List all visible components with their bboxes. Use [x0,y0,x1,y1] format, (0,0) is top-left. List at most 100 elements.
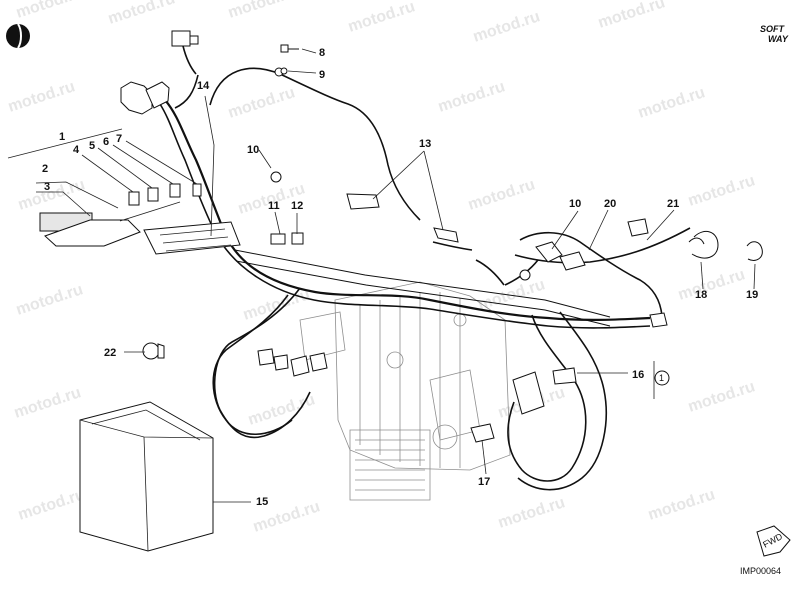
callout-17: 17 [478,476,490,488]
watermark-text: motod.ru [236,180,307,218]
fuse-part [147,187,159,202]
watermark-text: motod.ru [246,391,317,429]
callout-14: 14 [197,80,210,92]
connector-upper [171,30,191,47]
fuse-part [128,191,140,206]
connector-lower [120,81,153,115]
engine-boss [432,424,458,450]
callout-16-ref-circle [654,370,670,386]
clamp-18 [691,230,719,259]
connector-part [470,423,495,443]
watermark-text: motod.ru [12,384,83,422]
watermark-text: motod.ru [226,0,297,22]
diagram-code: IMP00064 [740,566,782,576]
leader-line-20 [588,209,609,251]
battery-group [79,401,214,552]
connector-end [649,312,668,328]
watermark-text: motod.ru [226,84,297,122]
callout-13: 13 [419,138,431,150]
leader-line-9 [287,70,317,74]
battery-body [79,401,214,552]
softway-line-2: WAY [768,34,789,44]
leader-line-13-a [372,150,425,200]
watermark-text: motod.ru [676,266,747,304]
callout-numbers: 1 2 3 4 5 6 7 8 9 10 10 11 12 13 14 15 1… [42,47,758,508]
watermark-text: motod.ru [686,172,757,210]
watermark-text: motod.ru [106,0,177,28]
watermark-text: motod.ru [14,281,85,319]
callout-20: 20 [604,198,616,210]
right-loop-harness [507,314,587,482]
callout-22: 22 [104,347,116,359]
leader-line-7 [125,140,198,185]
leader-line-21 [646,209,675,241]
main-harness-trunk [164,99,651,321]
watermark-text: motod.ru [646,486,717,524]
callout-1: 1 [59,131,65,143]
leader-line-14 [204,95,215,237]
watermark-text: motod.ru [16,176,87,214]
watermark-text: motod.ru [596,0,667,32]
watermark-text: motod.ru [14,0,85,22]
leader-line-1 [7,128,123,159]
engine-background [299,281,511,501]
leader-line-5 [97,147,153,189]
callout-18: 18 [695,289,707,301]
bracket-part [346,193,380,210]
watermark-text: motod.ru [686,378,757,416]
watermark-text: motod.ru [6,78,77,116]
clamps-group [688,230,763,261]
callout-6: 6 [103,136,109,148]
clamp-harness [514,227,691,264]
frame-tube [234,249,611,327]
regulator-lead [519,231,663,317]
watermark-text: motod.ru [636,84,707,122]
watermark-text: motod.ru [346,0,417,36]
watermark-text: motod.ru [466,176,537,214]
frame-tube-bottom-line [235,260,611,327]
bolt-head [280,44,289,53]
callout-3: 3 [44,181,50,193]
ground-lead [432,241,473,251]
callout-12: 12 [291,200,303,212]
engine-side-cover [299,311,346,361]
callout-7: 7 [116,133,122,145]
logo-swoosh [17,23,22,49]
callout-4: 4 [73,144,80,156]
callout-16-ref: 1 [659,373,664,383]
callout-19: 19 [746,289,758,301]
connector-part [627,218,649,237]
callout-2: 2 [42,163,48,175]
watermark-text: motod.ru [16,486,87,524]
connector-part [273,354,289,371]
clamp-part [270,233,286,245]
ground-lead-2 [475,259,505,286]
wiring-harness [159,67,691,491]
leader-line-10b [551,210,579,250]
engine-lower-block [349,429,431,501]
clamp-19 [746,241,763,261]
leader-line-17 [481,439,487,475]
battery-front-edge [143,436,149,552]
connector-upper-lead [182,45,197,75]
connector-part [559,251,586,271]
leader-line-8 [301,48,317,54]
leader-line-3 [36,191,91,217]
terminal-part [433,227,459,243]
connector-upper-tab [189,35,199,45]
softway-logo: SOFT WAY [760,24,789,44]
clamp-18-inner [688,237,705,245]
fuse-part [192,183,202,197]
cap-part-lip [157,343,165,359]
connector-part [309,352,328,372]
callout-16: 16 [632,369,644,381]
fwd-arrow-group: FWD [756,525,791,557]
fuse-part [169,183,181,198]
callout-10-left: 10 [247,144,259,156]
watermark-text: motod.ru [471,8,542,46]
washer-part [280,67,288,75]
callout-10-right: 10 [569,198,581,210]
instrument-connectors [120,30,199,115]
fuse-box-cover [44,219,141,247]
